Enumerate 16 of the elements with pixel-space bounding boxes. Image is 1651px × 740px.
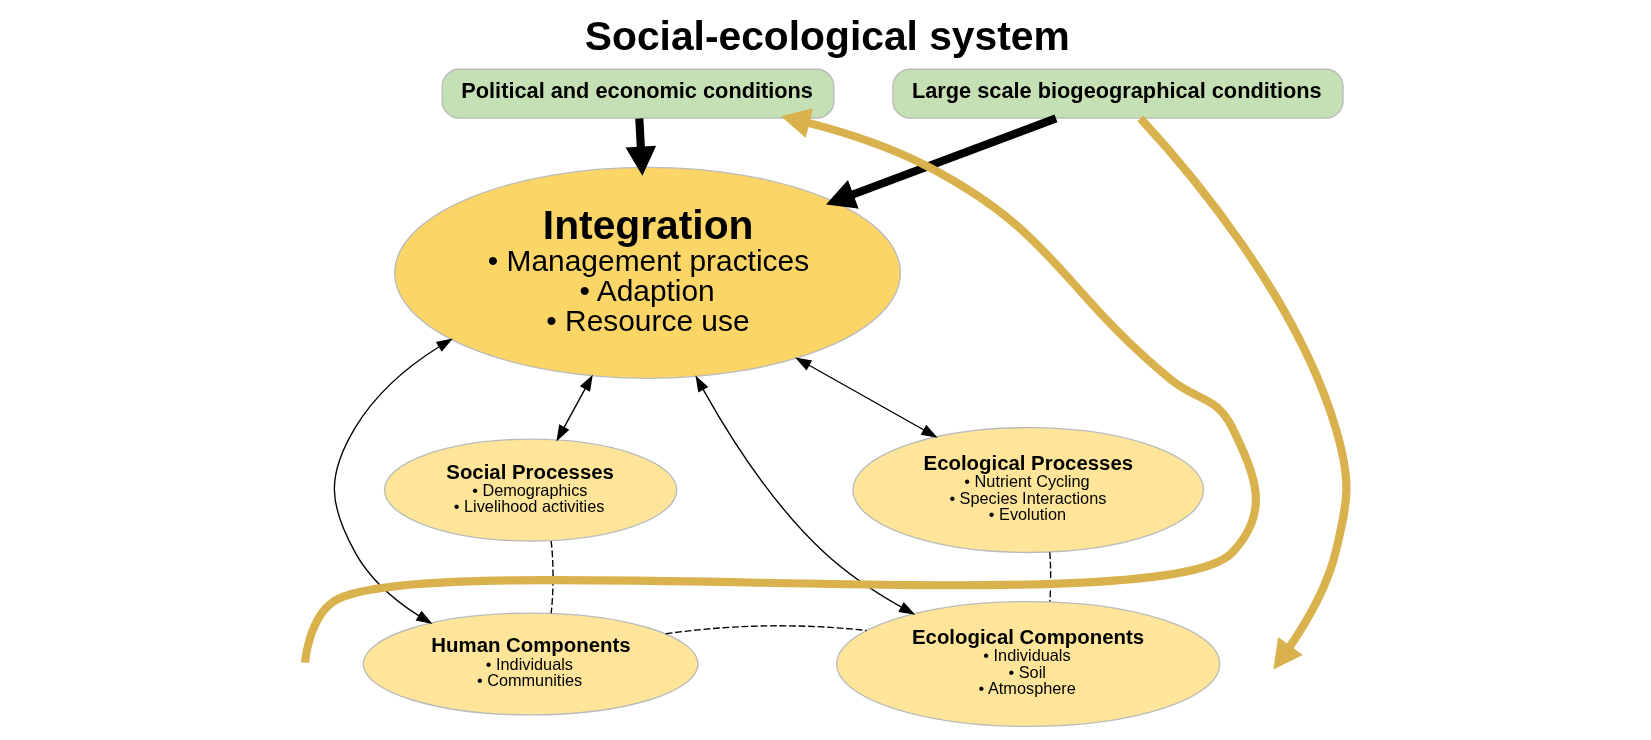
- diagram-title: Social-ecological system: [584, 13, 1070, 60]
- connector: [1049, 551, 1052, 603]
- arrow: [333, 338, 453, 625]
- connector: [550, 540, 554, 614]
- node-box: Large scale biogeographical conditions: [892, 68, 1344, 119]
- arrow: [556, 374, 593, 442]
- node-box: Political and economic conditions: [441, 68, 835, 119]
- arrow: [825, 114, 1058, 209]
- arrow: [1137, 115, 1351, 670]
- arrow: [695, 375, 916, 615]
- arrow: [795, 357, 938, 438]
- arrow: [300, 108, 1260, 664]
- node-ellipse: Social Processes • Demographics • Livelihood activities: [383, 438, 678, 542]
- node-ellipse: Integration • Management practices • Adaption • Resource use: [394, 166, 902, 379]
- connector: [665, 625, 868, 635]
- arrow: [625, 118, 657, 176]
